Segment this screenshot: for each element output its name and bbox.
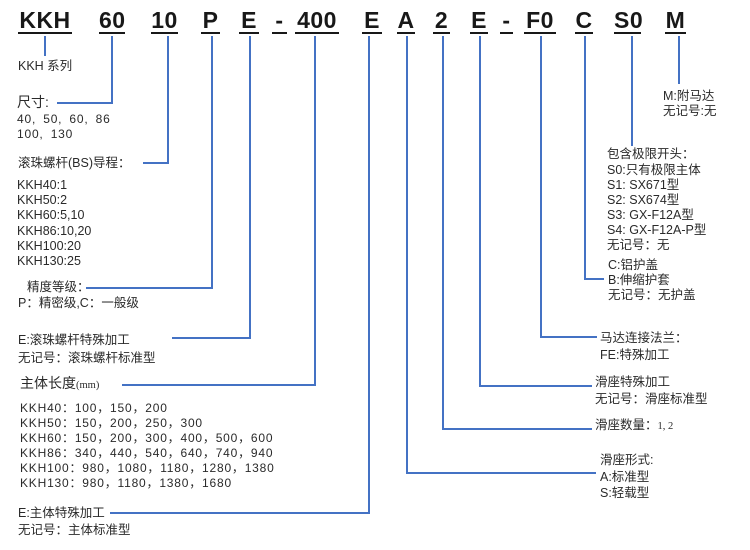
- motor-flange-row: FE:特殊加工: [600, 348, 670, 362]
- slider-type-row: A:标准型: [600, 470, 650, 484]
- limit-switch-section-label: 包含极限开头：: [607, 147, 695, 161]
- body-length-row: KKH130：980，1180，1380，1680: [20, 476, 232, 490]
- screw-lead-row: KKH86:10,20: [17, 224, 92, 238]
- body-length-label-text: 主体长度: [20, 375, 76, 391]
- screw-lead-row: KKH60:5,10: [17, 208, 85, 222]
- connector-line-sliderspec: [479, 36, 481, 387]
- code-segment-slider-a: A: [397, 7, 415, 34]
- code-segment-limit-s0: S0: [614, 7, 644, 34]
- code-segment-sliderspec-e: E: [470, 7, 488, 34]
- code-segment-lead-10: 10: [151, 7, 178, 34]
- body-length-row: KKH40：100，150，200: [20, 401, 168, 415]
- connector-elbow-cover: [584, 278, 604, 280]
- connector-line-size: [111, 36, 113, 104]
- connector-elbow-flange: [540, 336, 597, 338]
- connector-line-limit: [631, 36, 633, 146]
- code-segment-series-kkh: KKH: [18, 7, 72, 34]
- connector-line-accuracy: [211, 36, 213, 289]
- connector-elbow-slider-a: [406, 472, 596, 474]
- series-label: KKH 系列: [18, 59, 73, 73]
- body-length-row: KKH86：340，440，540，640，740，940: [20, 446, 274, 460]
- code-segment-body-e: E: [362, 7, 382, 34]
- cover-row: 无记号：无护盖: [608, 288, 696, 302]
- code-segment-flange-f0: F0: [524, 7, 556, 34]
- motor-flange-row: 马达连接法兰：: [600, 331, 688, 345]
- connector-line-screw-e: [249, 36, 251, 339]
- connector-elbow-lead: [143, 162, 169, 164]
- limit-switch-row: S1: SX671型: [607, 178, 680, 192]
- slider-type-row: S:轻载型: [600, 486, 650, 500]
- connector-line-cover: [584, 36, 586, 280]
- connector-line-kkh: [44, 36, 46, 56]
- code-segment-motor-m: M: [665, 7, 686, 34]
- body-special-row: E:主体特殊加工: [18, 506, 105, 520]
- size-values-row: 40, 50, 60, 86: [17, 112, 111, 126]
- connector-elbow-accuracy: [86, 287, 213, 289]
- connector-elbow-size: [57, 102, 113, 104]
- slider-count-label: 滑座数量：: [595, 418, 658, 432]
- limit-switch-row: S2: SX674型: [607, 193, 680, 207]
- body-special-row: 无记号：主体标准型: [18, 523, 131, 537]
- screw-special-row: 无记号：滚珠螺杆标准型: [18, 351, 156, 365]
- screw-lead-row: KKH100:20: [17, 239, 81, 253]
- slider-type-section-label: 滑座形式:: [600, 453, 654, 467]
- connector-line-count: [442, 36, 444, 430]
- code-segment-length-400: 400: [295, 7, 339, 34]
- connector-elbow-body-e: [110, 512, 370, 514]
- motor-row: M:附马达: [663, 89, 715, 103]
- screw-lead-row: KKH50:2: [17, 193, 68, 207]
- code-segment-screw-e: E: [239, 7, 259, 34]
- connector-line-lead: [167, 36, 169, 164]
- connector-line-flange: [540, 36, 542, 338]
- slider-special-row: 无记号：滑座标准型: [595, 392, 708, 406]
- motor-row: 无记号:无: [663, 104, 717, 118]
- accuracy-section-label: 精度等级：: [27, 280, 90, 294]
- cover-row: B:伸缩护套: [608, 273, 670, 287]
- code-segment-accuracy-p: P: [201, 7, 220, 34]
- cover-row: C:铝护盖: [608, 258, 659, 272]
- body-length-unit: (mm): [76, 380, 100, 391]
- connector-line-body-e: [368, 36, 370, 514]
- screw-lead-section-label: 滚珠螺杆(BS)导程：: [18, 156, 131, 170]
- body-length-row: KKH60：150，200，300，400，500，600: [20, 431, 274, 445]
- code-segment-dash-1: -: [272, 7, 287, 34]
- limit-switch-row: S3: GX-F12A型: [607, 208, 694, 222]
- connector-elbow-length: [122, 384, 316, 386]
- size-section-label: 尺寸:: [17, 94, 49, 110]
- body-length-row: KKH50：150，200，250，300: [20, 416, 203, 430]
- size-values-row: 100, 130: [17, 127, 74, 141]
- connector-line-length: [314, 36, 316, 386]
- code-segment-count-2: 2: [433, 7, 450, 34]
- slider-special-row: 滑座特殊加工: [595, 375, 671, 389]
- connector-elbow-count: [442, 428, 592, 430]
- code-segment-size-60: 60: [99, 7, 126, 34]
- code-segment-dash-2: -: [500, 7, 513, 34]
- slider-count-value: 1, 2: [657, 421, 674, 432]
- connector-line-motor: [678, 36, 680, 84]
- slider-count-row: 滑座数量：1, 2: [595, 418, 673, 434]
- connector-elbow-sliderspec: [479, 385, 592, 387]
- connector-line-slider-a: [406, 36, 408, 474]
- limit-switch-row: 无记号：无: [607, 238, 670, 252]
- body-length-section-label: 主体长度(mm): [20, 376, 99, 393]
- body-length-row: KKH100：980，1080，1180，1280，1380: [20, 461, 275, 475]
- code-segment-cover-c: C: [575, 7, 593, 34]
- limit-switch-row: S4: GX-F12A-P型: [607, 223, 707, 237]
- connector-elbow-screw-e: [172, 337, 251, 339]
- limit-switch-row: S0:只有极限主体: [607, 163, 701, 177]
- screw-lead-row: KKH130:25: [17, 254, 81, 268]
- screw-special-row: E:滚珠螺杆特殊加工: [18, 333, 130, 347]
- screw-lead-row: KKH40:1: [17, 178, 68, 192]
- accuracy-row: P：精密级,C：一般级: [18, 296, 139, 310]
